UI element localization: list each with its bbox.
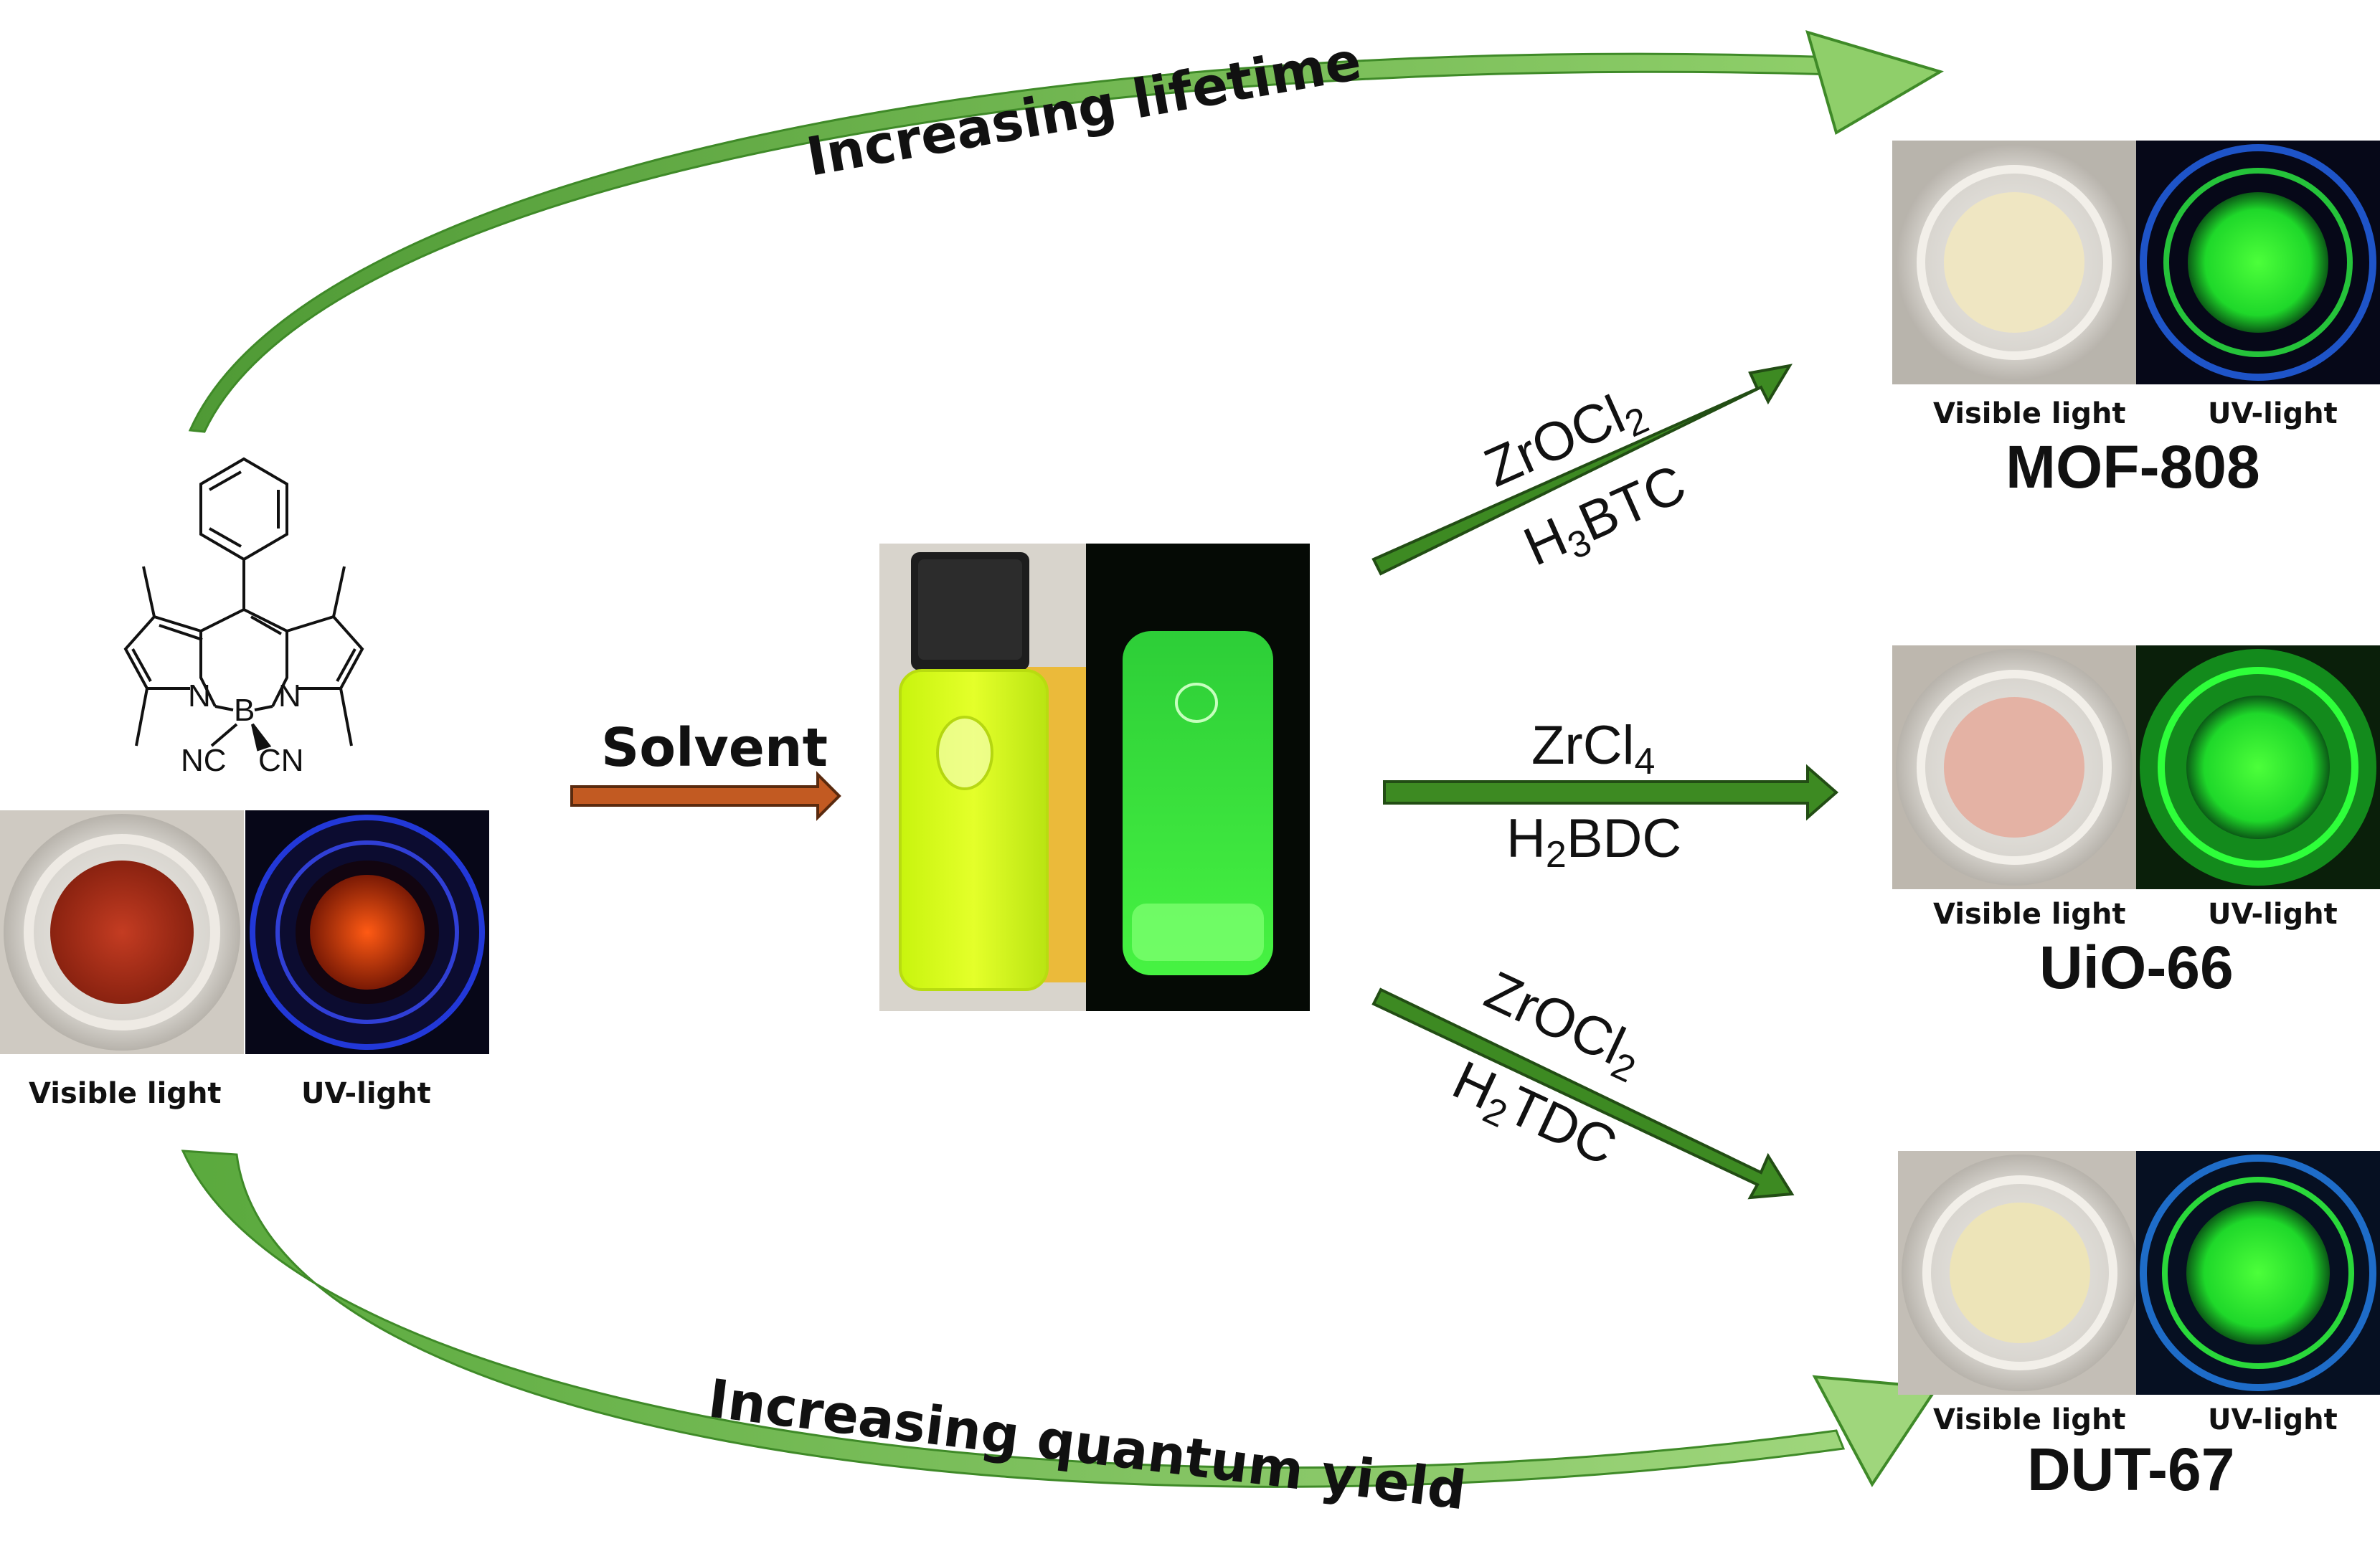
mof808-visible-caption: Visible light xyxy=(1933,397,2126,430)
cyano-right-label: CN xyxy=(258,743,304,778)
precursor-visible-photo xyxy=(0,810,244,1054)
precursor-visible-caption: Visible light xyxy=(29,1077,222,1110)
dut67-uv-photo xyxy=(2136,1151,2380,1395)
solvent-arrow xyxy=(572,774,839,817)
precursor-uv-caption: UV-light xyxy=(301,1077,431,1110)
dut67-name: DUT-67 xyxy=(2027,1436,2234,1503)
mof808-visible-photo xyxy=(1892,141,2136,384)
dut67-uv-caption: UV-light xyxy=(2208,1403,2338,1436)
uio66-uv-caption: UV-light xyxy=(2208,898,2338,931)
solvent-label: Solvent xyxy=(601,717,828,779)
uio66-linker: H2BDC xyxy=(1506,808,1681,876)
uio66-metal-source: ZrCl4 xyxy=(1531,715,1655,782)
cyano-left-label: NC xyxy=(181,743,227,778)
mof808-uv-photo xyxy=(2136,141,2380,384)
uio66-uv-photo xyxy=(2136,645,2380,889)
mof808-uv-caption: UV-light xyxy=(2208,397,2338,430)
uio66-visible-caption: Visible light xyxy=(1933,898,2126,931)
uio66-name: UiO-66 xyxy=(2039,934,2234,1001)
boron-label: B xyxy=(234,693,255,728)
vial-visible-photo xyxy=(879,544,1086,1011)
lifetime-trend-label: Increasing lifetime xyxy=(802,30,1366,189)
vial-uv-photo xyxy=(1086,544,1310,1011)
nitrogen-left-label: N xyxy=(188,678,211,714)
uio66-visible-photo xyxy=(1892,645,2136,889)
precursor-uv-photo xyxy=(245,810,489,1054)
mof808-name: MOF-808 xyxy=(2006,433,2260,501)
dut67-visible-photo xyxy=(1898,1151,2142,1395)
nitrogen-right-label: N xyxy=(278,678,301,714)
dut67-visible-caption: Visible light xyxy=(1933,1403,2126,1436)
